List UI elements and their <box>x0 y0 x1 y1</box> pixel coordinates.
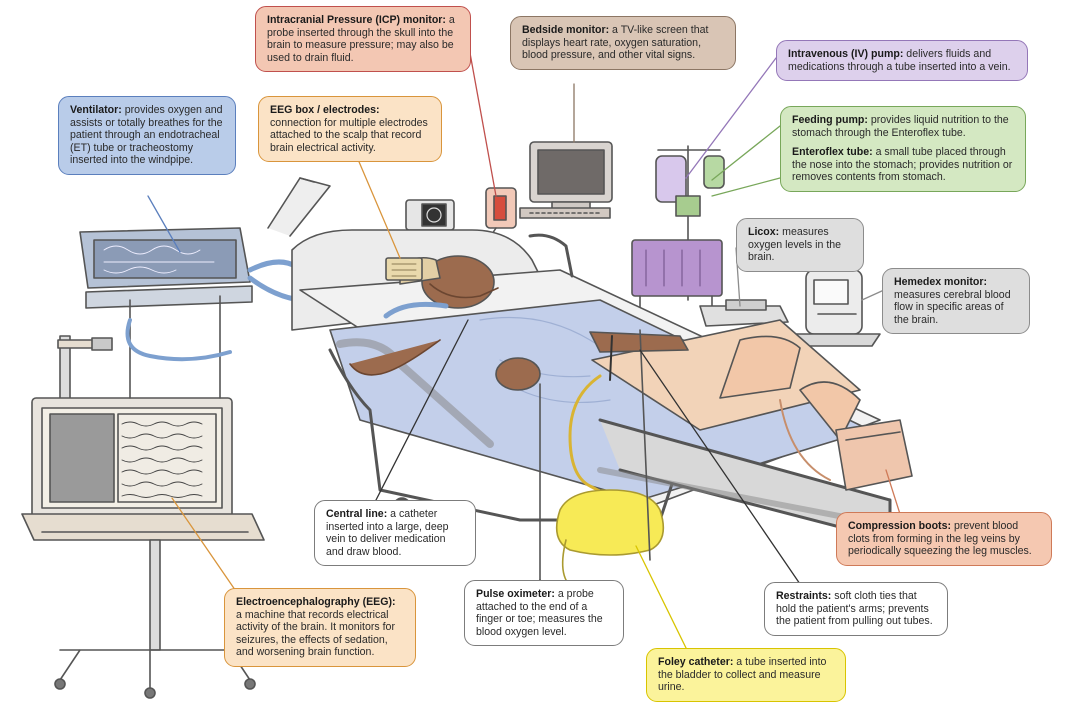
callout-description: soft cloth ties that hold the patient's … <box>776 590 933 627</box>
callout-description: a probe attached to the end of a finger … <box>476 588 603 638</box>
callout-term: Foley catheter: <box>658 656 734 668</box>
callout-feeding-pump: Feeding pump: provides liquid nutrition … <box>780 106 1026 192</box>
callout-description: a catheter inserted into a large, deep v… <box>326 508 449 558</box>
callout-description: provides liquid nutrition to the stomach… <box>792 114 1009 139</box>
callout-description: connection for multiple electrodes attac… <box>270 116 428 154</box>
callout-term: Feeding pump: <box>792 114 868 126</box>
compression-pump-illustration <box>779 399 913 491</box>
callout-term: Compression boots: <box>848 520 951 532</box>
callout-term: Ventilator: <box>70 104 122 116</box>
callout-description: measures cerebral blood flow in specific… <box>894 288 1011 326</box>
enteroflex-paragraph: Enteroflex tube: a small tube placed thr… <box>792 146 1014 184</box>
callout-hemedex: Hemedex monitor: measures cerebral blood… <box>882 268 1030 334</box>
callout-term: Intravenous (IV) pump: <box>788 48 904 60</box>
callout-icp-monitor: Intracranial Pressure (ICP) monitor: a p… <box>255 6 471 72</box>
callout-term: Hemedex monitor: <box>894 276 988 288</box>
callout-eeg-box: EEG box / electrodes: connection for mul… <box>258 96 442 162</box>
callout-description: delivers fluids and medications through … <box>788 48 1011 73</box>
callout-licox: Licox: measures oxygen levels in the bra… <box>736 218 864 272</box>
iv-pump-illustration <box>631 145 725 321</box>
callout-term: Licox: <box>748 226 780 238</box>
bedside-monitor-illustration <box>519 141 613 219</box>
callout-term: Restraints: <box>776 590 832 602</box>
callout-description: a probe inserted through the skull into … <box>267 14 455 64</box>
callout-description: prevent blood clots from forming in the … <box>848 520 1032 557</box>
callout-term: Intracranial Pressure (ICP) monitor: <box>267 14 446 26</box>
callout-compression-boots: Compression boots: prevent blood clots f… <box>836 512 1052 566</box>
callout-description: a small tube placed through the nose int… <box>792 146 1013 183</box>
callout-ventilator: Ventilator: provides oxygen and assists … <box>58 96 236 175</box>
callout-description: a TV-like screen that displays heart rat… <box>522 24 709 61</box>
patient-illustration <box>349 255 861 441</box>
ventilator-illustration <box>79 227 433 399</box>
callout-term: Pulse oximeter: <box>476 588 555 600</box>
foley-bag-illustration <box>555 374 665 591</box>
callout-restraints: Restraints: soft cloth ties that hold th… <box>764 582 948 636</box>
callout-description: a machine that records electrical activi… <box>236 608 395 659</box>
callout-bedside-monitor: Bedside monitor: a TV-like screen that d… <box>510 16 736 70</box>
callout-central-line: Central line: a catheter inserted into a… <box>314 500 476 566</box>
callout-description: measures oxygen levels in the brain. <box>748 226 842 263</box>
callout-term: Central line: <box>326 508 388 520</box>
licox-illustration <box>699 299 789 327</box>
callout-pulse-oximeter: Pulse oximeter: a probe attached to the … <box>464 580 624 646</box>
hemedex-illustration <box>783 269 881 347</box>
callout-description: a tube inserted into the bladder to coll… <box>658 656 827 693</box>
eeg-machine-illustration <box>21 335 265 699</box>
callout-eeg-machine: Electroencephalography (EEG): a machine … <box>224 588 416 667</box>
callout-iv-pump: Intravenous (IV) pump: delivers fluids a… <box>776 40 1028 81</box>
callout-term: Electroencephalography (EEG): <box>236 596 396 608</box>
callout-description: provides oxygen and assists or totally b… <box>70 104 223 166</box>
callout-term: Enteroflex tube: <box>792 146 873 158</box>
icp-device-illustration <box>469 187 517 269</box>
callout-term: Bedside monitor: <box>522 24 610 36</box>
callout-term: EEG box / electrodes: <box>270 104 380 116</box>
callout-foley-catheter: Foley catheter: a tube inserted into the… <box>646 648 846 702</box>
